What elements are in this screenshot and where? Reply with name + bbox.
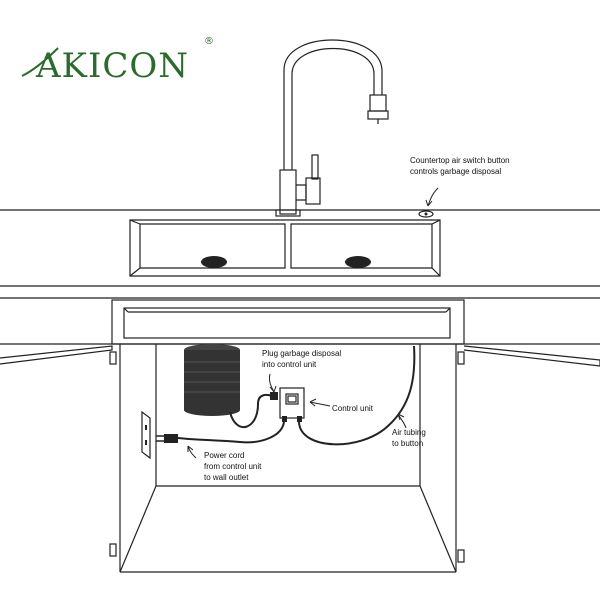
power-label-line2: from control unit [204, 462, 262, 471]
registered-mark: ® [204, 36, 214, 47]
cabinet-interior [119, 344, 457, 573]
power-label-line3: to wall outlet [204, 473, 249, 482]
left-drain [201, 256, 227, 268]
brand-logo: AKICON ® [21, 36, 214, 86]
air-tubing [298, 345, 416, 446]
power-label-line1: Power cord [204, 451, 244, 460]
left-cabinet-door [0, 345, 117, 557]
plug-label-line1: Plug garbage disposal [262, 349, 341, 358]
disposal-cord [229, 394, 273, 429]
tubing-label-line1: Air tubing [392, 428, 426, 437]
disposal-plug [270, 392, 278, 400]
power-arrow [187, 445, 197, 459]
tubing-label-line2: to button [392, 439, 423, 448]
cabinet-face [0, 299, 600, 345]
brand-name: AKICON [35, 46, 189, 86]
faucet [275, 39, 389, 217]
switch-label-line1: Countertop air switch button [410, 156, 510, 165]
control-unit-arrow [309, 401, 331, 407]
right-drain [345, 256, 371, 268]
double-sink [129, 219, 441, 277]
right-cabinet-door [457, 345, 600, 563]
garbage-disposal [184, 344, 240, 416]
power-cord [177, 421, 285, 444]
power-plug [156, 434, 178, 443]
switch-label-line2: controls garbage disposal [410, 167, 501, 176]
wall-outlet [141, 410, 151, 460]
switch-arrow [427, 187, 439, 207]
control-unit [279, 387, 305, 422]
countertop [0, 209, 600, 299]
callout-arrows [187, 187, 439, 459]
logo-swoosh [21, 47, 59, 77]
air-switch-button [418, 210, 434, 218]
control-unit-label: Control unit [332, 404, 374, 413]
plug-label-line2: into control unit [262, 360, 317, 369]
